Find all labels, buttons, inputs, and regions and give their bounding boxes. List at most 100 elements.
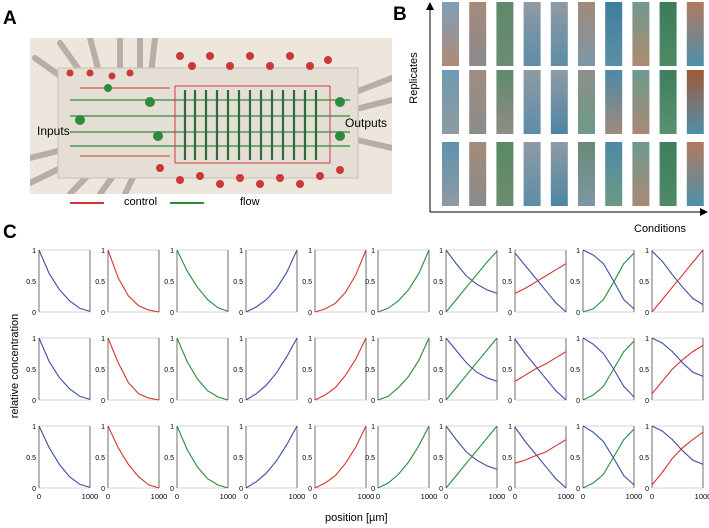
plot-frame: [582, 249, 635, 313]
strip-r3-c5: [550, 142, 568, 206]
y-tick-label: 0.5: [233, 367, 243, 374]
series-line-blue: [245, 337, 298, 401]
series-line-blue: [445, 249, 498, 294]
y-tick-label: 0.5: [95, 455, 105, 462]
y-tick-label: 1: [371, 424, 375, 431]
y-tick-label: 1: [508, 248, 512, 255]
y-tick-label: 0: [101, 398, 105, 405]
strip-r1-c7: [605, 2, 623, 66]
series-line-red: [514, 439, 567, 464]
series-line-green: [377, 337, 430, 401]
x-tick-label: 0: [244, 492, 248, 501]
strip-r2-c9: [659, 70, 677, 134]
inputs-label: Inputs: [37, 124, 70, 138]
strip-r1-c5: [550, 2, 568, 66]
strip-r1-c8: [632, 2, 650, 66]
y-tick-label: 0.5: [639, 455, 649, 462]
plot-r2-c7: 00.51: [433, 336, 498, 405]
y-tick-label: 1: [101, 424, 105, 431]
y-tick-label: 1: [32, 248, 36, 255]
series-line-blue: [245, 249, 298, 313]
strip-r3-c10: [686, 142, 704, 206]
plot-r1-c6: 00.51: [365, 248, 430, 317]
y-tick-label: 0.5: [302, 367, 312, 374]
y-tick-label: 0: [576, 310, 580, 317]
series-line-green: [176, 337, 229, 401]
plot-r2-c6: 00.51: [365, 336, 430, 405]
series-line-green: [176, 249, 229, 312]
y-tick-label: 1: [239, 336, 243, 343]
series-line-blue: [245, 425, 298, 489]
x-tick-label: 0: [581, 492, 585, 501]
plot-r2-c3: 00.51: [164, 336, 229, 405]
plot-r2-c10: 00.51: [639, 336, 704, 405]
outputs-label: Outputs: [345, 116, 388, 130]
series-line-green: [445, 337, 498, 401]
y-tick-label: 0.5: [639, 279, 649, 286]
y-tick-label: 0: [371, 486, 375, 493]
flow-channels: [70, 99, 350, 147]
y-tick-label: 0.5: [365, 367, 375, 374]
y-tick-label: 1: [645, 336, 649, 343]
y-tick-label: 0.5: [95, 279, 105, 286]
y-axis-label: relative concentration: [9, 313, 21, 419]
plot-frame: [107, 425, 160, 489]
series-line-green: [582, 252, 635, 313]
strip-r3-c8: [632, 142, 650, 206]
y-tick-label: 0: [645, 398, 649, 405]
plot-frame: [245, 249, 298, 313]
control-ports: [66, 52, 344, 188]
y-tick-label: 1: [101, 248, 105, 255]
series-line-blue: [514, 426, 567, 489]
x-tick-label: 0: [106, 492, 110, 501]
x-tick-label: 1000: [489, 492, 506, 501]
y-tick-label: 0.5: [365, 455, 375, 462]
plot-frame: [314, 425, 367, 489]
plot-frame: [514, 337, 567, 401]
plot-r1-c9: 00.51: [570, 248, 635, 317]
y-tick-label: 0: [170, 398, 174, 405]
y-tick-label: 0: [32, 486, 36, 493]
y-tick-label: 0: [508, 398, 512, 405]
series-line-blue: [514, 252, 567, 313]
y-tick-label: 1: [308, 424, 312, 431]
series-line-red: [314, 337, 367, 401]
plot-frame: [582, 425, 635, 489]
y-tick-label: 1: [308, 336, 312, 343]
plot-frame: [377, 425, 430, 489]
x-tick-label: 1000: [289, 492, 306, 501]
y-tick-label: 1: [32, 336, 36, 343]
plot-frame: [377, 337, 430, 401]
y-tick-label: 0.5: [433, 455, 443, 462]
strip-r2-c7: [605, 70, 623, 134]
y-tick-label: 0: [32, 310, 36, 317]
y-tick-label: 0: [508, 310, 512, 317]
y-tick-label: 0: [170, 310, 174, 317]
plot-r1-c5: 00.51: [302, 248, 367, 317]
y-tick-label: 0.5: [164, 279, 174, 286]
plot-frame: [107, 249, 160, 313]
y-tick-label: 0.5: [233, 455, 243, 462]
series-line-blue: [651, 425, 704, 465]
x-tick-label: 1000: [695, 492, 709, 501]
y-tick-label: 0: [439, 310, 443, 317]
series-line-red: [651, 431, 704, 486]
y-tick-label: 1: [170, 248, 174, 255]
y-tick-label: 0: [32, 398, 36, 405]
y-tick-label: 0.5: [95, 367, 105, 374]
legend-flow-line: [170, 202, 204, 204]
legend-control-label: control: [124, 196, 158, 208]
series-line-red: [651, 344, 704, 395]
y-tick-label: 0: [170, 486, 174, 493]
strip-r2-c1: [442, 70, 459, 134]
y-tick-label: 0.5: [502, 367, 512, 374]
y-tick-label: 0: [101, 310, 105, 317]
valve-array: [183, 90, 318, 160]
series-line-green: [176, 425, 229, 489]
y-tick-label: 0.5: [433, 367, 443, 374]
plot-frame: [514, 249, 567, 313]
